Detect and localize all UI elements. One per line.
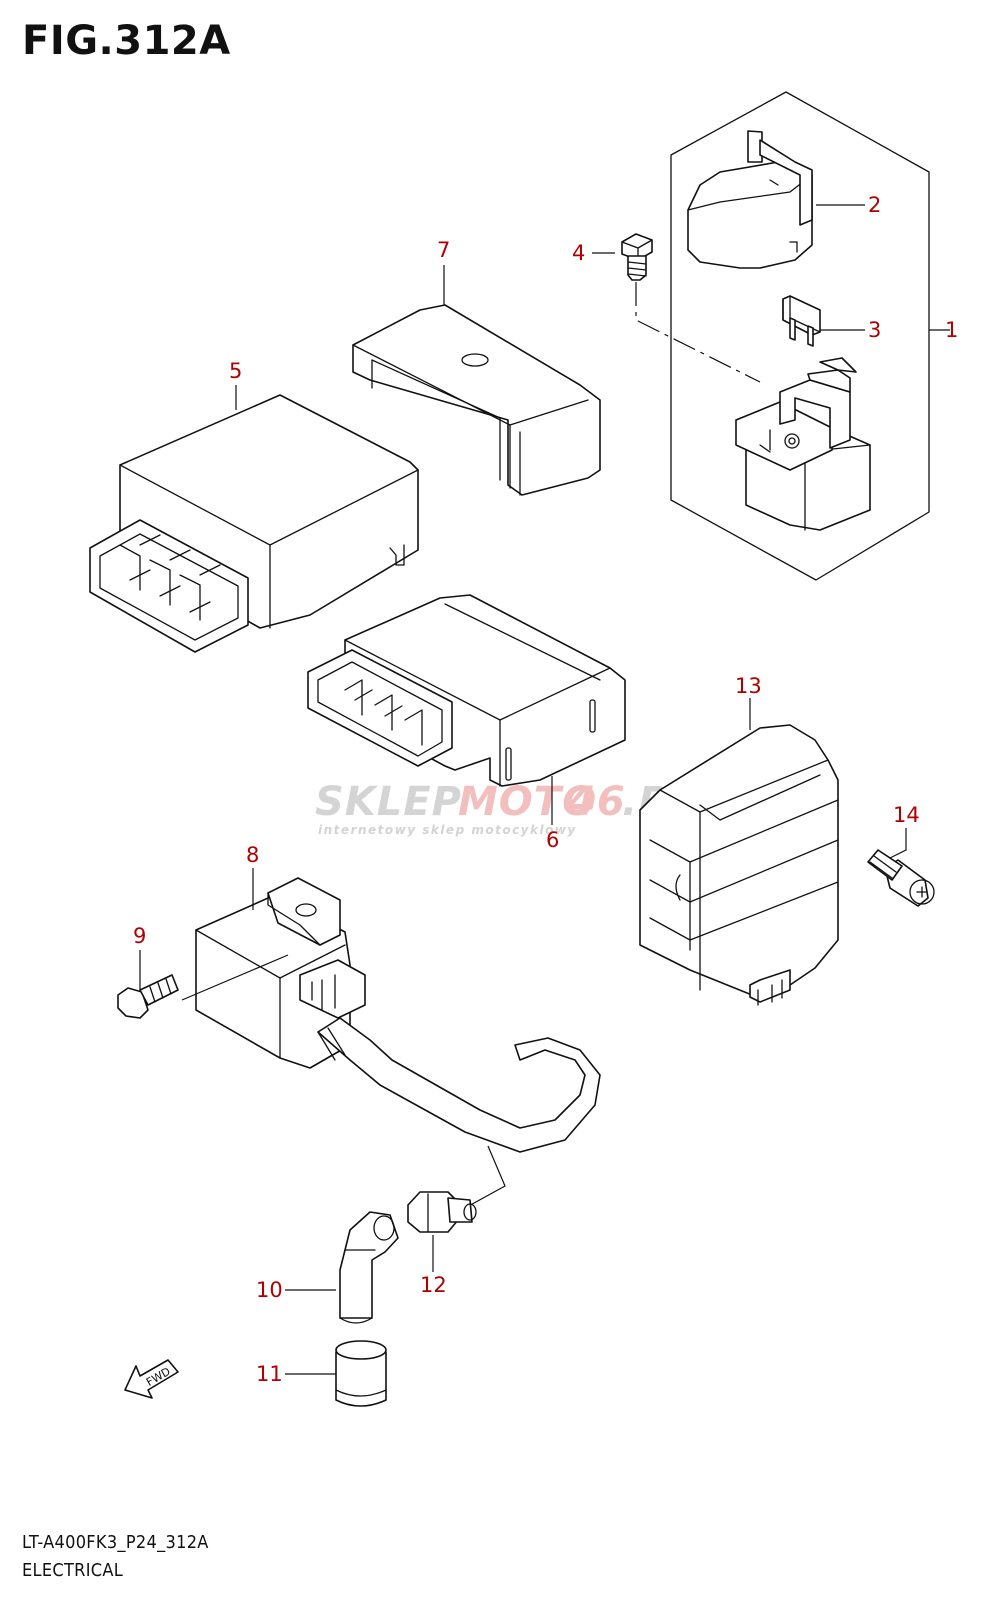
callout-6: 6 bbox=[546, 828, 559, 852]
watermark-part2: MOTO bbox=[458, 779, 597, 825]
hose-to-12-line bbox=[464, 1145, 506, 1209]
figure-title: FIG.312A bbox=[22, 18, 231, 64]
part-9-assembly-line bbox=[181, 954, 289, 1001]
part-14-bolt bbox=[867, 849, 935, 907]
watermark-tagline: internetowy sklep motocyklowy bbox=[318, 823, 577, 837]
part-7-cover-sleeve bbox=[352, 304, 601, 496]
callout-9: 9 bbox=[133, 924, 146, 948]
part-6-module bbox=[307, 594, 626, 787]
part-10-elbow-boot bbox=[339, 1211, 399, 1324]
callout-11: 11 bbox=[256, 1362, 283, 1386]
part-1-starter-relay bbox=[735, 357, 871, 531]
callout-7: 7 bbox=[437, 238, 450, 262]
callout-13: 13 bbox=[735, 674, 762, 698]
callout-8: 8 bbox=[246, 843, 259, 867]
callout-12: 12 bbox=[420, 1273, 447, 1297]
callout-14: 14 bbox=[893, 803, 920, 827]
part-8-ignition-coil bbox=[195, 877, 601, 1153]
callout-2: 2 bbox=[868, 193, 881, 217]
watermark-part3: 46 bbox=[567, 779, 626, 825]
part-4-bolt bbox=[621, 233, 653, 281]
part-11-cap bbox=[335, 1340, 387, 1407]
assembly-1-group-outline bbox=[670, 91, 930, 581]
callout-1: 1 bbox=[945, 318, 958, 342]
callout-4: 4 bbox=[572, 241, 585, 265]
figure-code: LT-A400FK3_P24_312A bbox=[22, 1532, 209, 1553]
callout-5: 5 bbox=[229, 359, 242, 383]
callout-10: 10 bbox=[256, 1278, 283, 1302]
watermark: SKLEP MOTO 46 .PL internetowy sklep moto… bbox=[315, 779, 694, 837]
fwd-direction-arrow: FWD bbox=[124, 1359, 179, 1399]
part-4-assembly-line bbox=[635, 282, 761, 383]
part-9-bolt bbox=[117, 974, 179, 1019]
part-2-relay-cover bbox=[687, 130, 813, 269]
figure-description: ELECTRICAL bbox=[22, 1560, 124, 1581]
callout-3: 3 bbox=[868, 318, 881, 342]
callout-leaders bbox=[139, 204, 950, 1375]
part-3-fuse bbox=[782, 295, 821, 347]
part-12-plug-cap bbox=[407, 1191, 477, 1233]
part-13-regulator-rectifier bbox=[639, 724, 839, 1006]
watermark-part1: SKLEP bbox=[315, 779, 462, 825]
part-5-control-unit bbox=[89, 394, 419, 653]
callout-numbers: 1 2 3 4 5 6 7 8 9 10 11 12 13 14 bbox=[133, 193, 958, 1386]
